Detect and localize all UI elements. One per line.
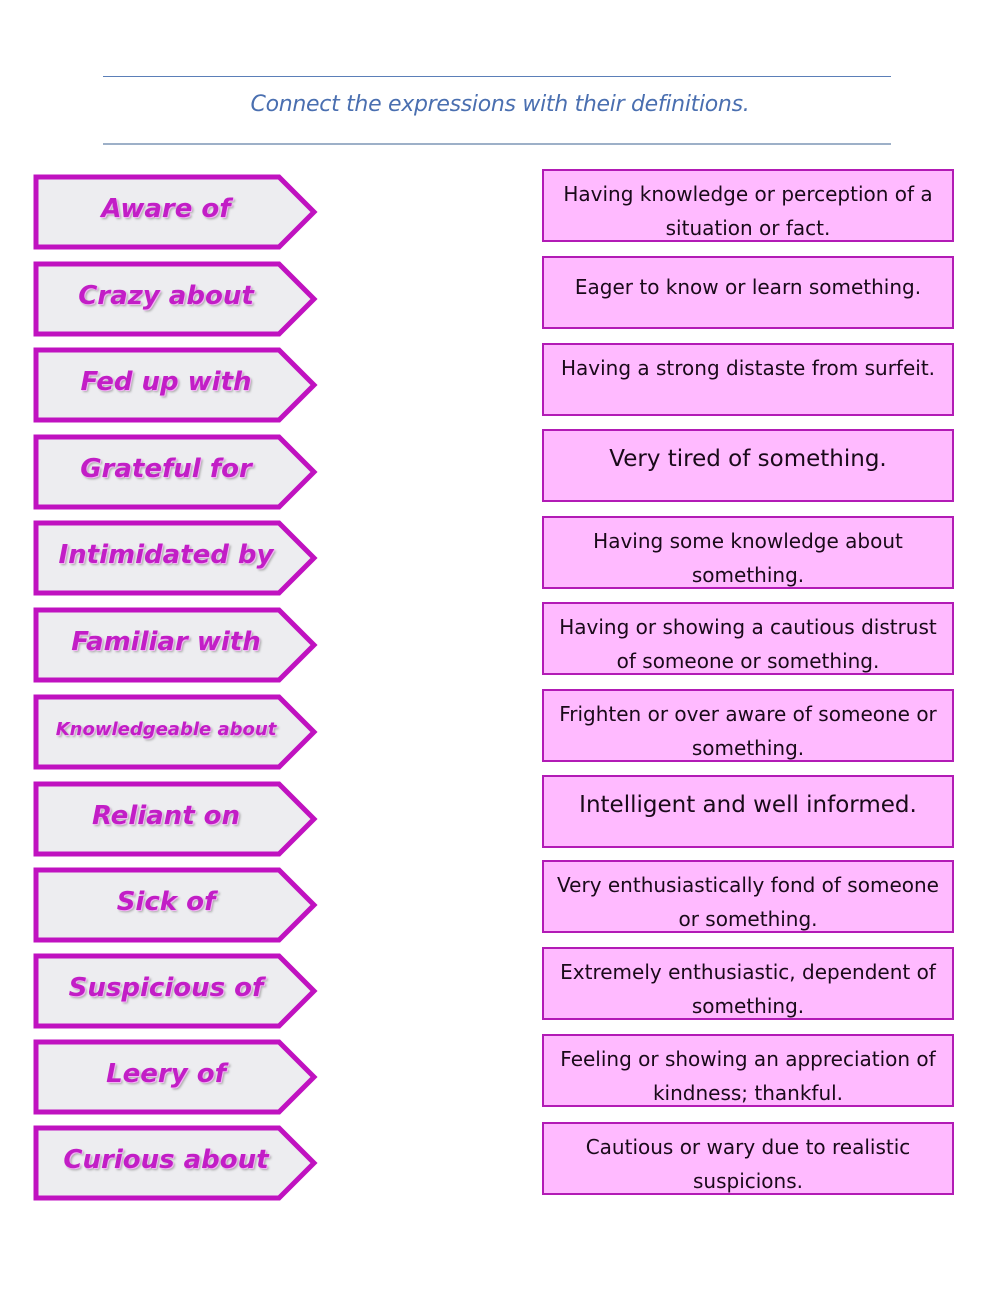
arrow-tag-shape — [33, 867, 318, 943]
expression-card[interactable]: Knowledgeable about — [33, 694, 319, 770]
definition-card[interactable]: Cautious or wary due to realistic suspic… — [542, 1122, 954, 1195]
definition-card[interactable]: Extremely enthusiastic, dependent of som… — [542, 947, 954, 1020]
definition-card[interactable]: Feeling or showing an appreciation of ki… — [542, 1034, 954, 1107]
expression-label: Crazy about — [78, 281, 254, 311]
expression-label: Fed up with — [80, 367, 252, 397]
expression-label: Familiar with — [71, 627, 261, 657]
arrow-tag-shape — [33, 953, 318, 1029]
expression-card[interactable]: Curious about — [33, 1125, 319, 1201]
expression-label: Knowledgeable about — [55, 718, 277, 740]
expression-label: Grateful for — [80, 454, 252, 484]
instruction-text: Connect the expressions with their defin… — [250, 92, 750, 117]
definition-text: Having or showing a cautious distrust of… — [559, 615, 937, 673]
expression-label: Intimidated by — [58, 540, 274, 570]
definition-text: Frighten or over aware of someone or som… — [559, 702, 937, 760]
definition-text: Cautious or wary due to realistic suspic… — [585, 1135, 911, 1193]
definition-text: Very enthusiastically fond of someone or… — [557, 873, 939, 931]
definition-card[interactable]: Having a strong distaste from surfeit. — [542, 343, 954, 416]
expression-card[interactable]: Fed up with — [33, 347, 319, 423]
definition-text: Having some knowledge about something. — [593, 529, 903, 587]
arrow-tag-shape — [33, 434, 318, 510]
arrow-tag-shape — [33, 781, 318, 857]
definition-card[interactable]: Having or showing a cautious distrust of… — [542, 602, 954, 675]
expression-card[interactable]: Aware of — [33, 174, 319, 250]
expression-card[interactable]: Leery of — [33, 1039, 319, 1115]
expression-label: Curious about — [63, 1145, 269, 1175]
arrow-tag-shape — [33, 520, 318, 596]
definition-card[interactable]: Very enthusiastically fond of someone or… — [542, 860, 954, 933]
expression-card[interactable]: Suspicious of — [33, 953, 319, 1029]
definition-text: Intelligent and well informed. — [579, 792, 917, 818]
definition-card[interactable]: Frighten or over aware of someone or som… — [542, 689, 954, 762]
top-divider — [103, 76, 891, 77]
arrow-tag-shape — [33, 1125, 318, 1201]
definition-text: Eager to know or learn something. — [574, 275, 922, 299]
arrow-tag-shape — [33, 347, 318, 423]
expression-card[interactable]: Grateful for — [33, 434, 319, 510]
definition-text: Extremely enthusiastic, dependent of som… — [560, 960, 936, 1018]
definition-text: Having a strong distaste from surfeit. — [560, 356, 936, 380]
definition-text: Feeling or showing an appreciation of ki… — [560, 1047, 936, 1105]
expression-card[interactable]: Crazy about — [33, 261, 319, 337]
expression-card[interactable]: Reliant on — [33, 781, 319, 857]
expression-label: Leery of — [106, 1059, 226, 1089]
definition-card[interactable]: Intelligent and well informed. — [542, 775, 954, 848]
definition-card[interactable]: Having some knowledge about something. — [542, 516, 954, 589]
bottom-divider — [103, 143, 891, 145]
expression-label: Sick of — [116, 887, 216, 917]
expression-label: Suspicious of — [68, 973, 264, 1003]
arrow-tag-shape — [33, 694, 318, 770]
definition-text: Very tired of something. — [609, 446, 887, 472]
expression-card[interactable]: Intimidated by — [33, 520, 319, 596]
expression-label: Reliant on — [91, 801, 241, 831]
expression-card[interactable]: Familiar with — [33, 607, 319, 683]
expression-label: Aware of — [101, 194, 231, 224]
definition-card[interactable]: Very tired of something. — [542, 429, 954, 502]
arrow-tag-shape — [33, 261, 318, 337]
definition-card[interactable]: Eager to know or learn something. — [542, 256, 954, 329]
arrow-tag-shape — [33, 607, 318, 683]
definition-text: Having knowledge or perception of a situ… — [563, 182, 933, 240]
expression-card[interactable]: Sick of — [33, 867, 319, 943]
arrow-tag-shape — [33, 174, 318, 250]
arrow-tag-shape — [33, 1039, 318, 1115]
definition-card[interactable]: Having knowledge or perception of a situ… — [542, 169, 954, 242]
